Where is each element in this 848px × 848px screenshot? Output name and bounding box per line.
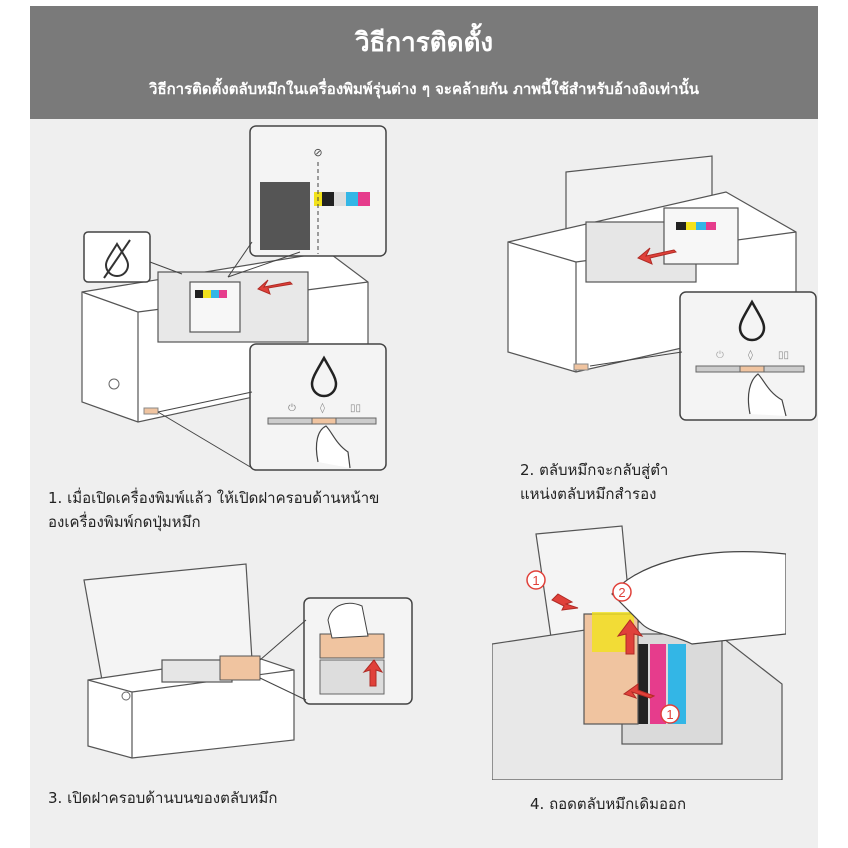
page-title: วิธีการติดตั้ง [354,28,494,58]
red-arrow-icon [362,659,384,687]
svg-text:2: 2 [618,585,625,600]
red-arrow-icon [616,619,644,655]
step3-caption-line1: 3. เปิดฝาครอบด้านบนของตลับหมึก [48,789,278,807]
cartridge-cover-zoom-inset [303,597,413,705]
step1-caption-line2: องเครื่องพิมพ์กดปุ่มหมึก [48,513,201,531]
svg-text:1: 1 [532,573,539,588]
printer-cartridge-strip [195,290,227,298]
no-ink-icon [83,231,151,283]
red-arrow-icon [257,279,294,295]
svg-text:⏻: ⏻ [716,350,724,361]
step4-caption-line1: 4. ถอดตลับหมึกเดิมออก [530,795,687,813]
svg-text:◊: ◊ [320,402,325,414]
svg-text:▯▯: ▯▯ [350,403,361,414]
callout-one-top: 1 [526,570,546,590]
ink-button-zoom-inset: ⏻ ◊ ▯▯ [249,343,387,471]
step2-caption-line2: แหน่งตลับหมึกสำรอง [520,485,657,503]
svg-text:⏻: ⏻ [288,403,296,414]
step3-illustration [83,563,413,759]
step2-caption-line1: 2. ตลับหมึกจะกลับสู่ตำ [520,461,669,479]
red-arrow-icon [551,593,579,611]
step4-caption: 4. ถอดตลับหมึกเดิมออก [530,792,790,816]
step1-caption-line1: 1. เมื่อเปิดเครื่องพิมพ์แล้ว ให้เปิดฝาคร… [48,489,380,507]
svg-text:1: 1 [666,707,673,722]
step1-caption: 1. เมื่อเปิดเครื่องพิมพ์แล้ว ให้เปิดฝาคร… [48,486,488,534]
svg-text:▯▯: ▯▯ [778,350,789,361]
svg-text:⊘: ⊘ [313,146,322,159]
step2-caption: 2. ตลับหมึกจะกลับสู่ตำ แหน่งตลับหมึกสำรอ… [520,458,780,506]
step1-illustration: ⊘ ⏻ ◊ ▯▯ [81,125,387,471]
header-banner: วิธีการติดตั้ง วิธีการติดตั้งตลับหมึกในเ… [30,6,818,119]
step3-caption: 3. เปิดฝาครอบด้านบนของตลับหมึก [48,786,408,810]
cartridge-zoom-inset: ⊘ [249,125,387,257]
svg-text:◊: ◊ [748,349,753,361]
ink-button-zoom-inset: ⏻ ◊ ▯▯ [679,291,817,421]
red-arrow-icon [622,683,656,699]
callout-one-bottom: 1 [660,704,680,724]
red-arrow-icon [637,247,677,265]
callout-two: 2 [612,582,632,602]
step4-illustration: 1 2 1 [492,524,786,780]
page-subtitle: วิธีการติดตั้งตลับหมึกในเครื่องพิมพ์รุ่น… [149,80,699,98]
step2-illustration: ⏻ ◊ ▯▯ [507,155,817,421]
